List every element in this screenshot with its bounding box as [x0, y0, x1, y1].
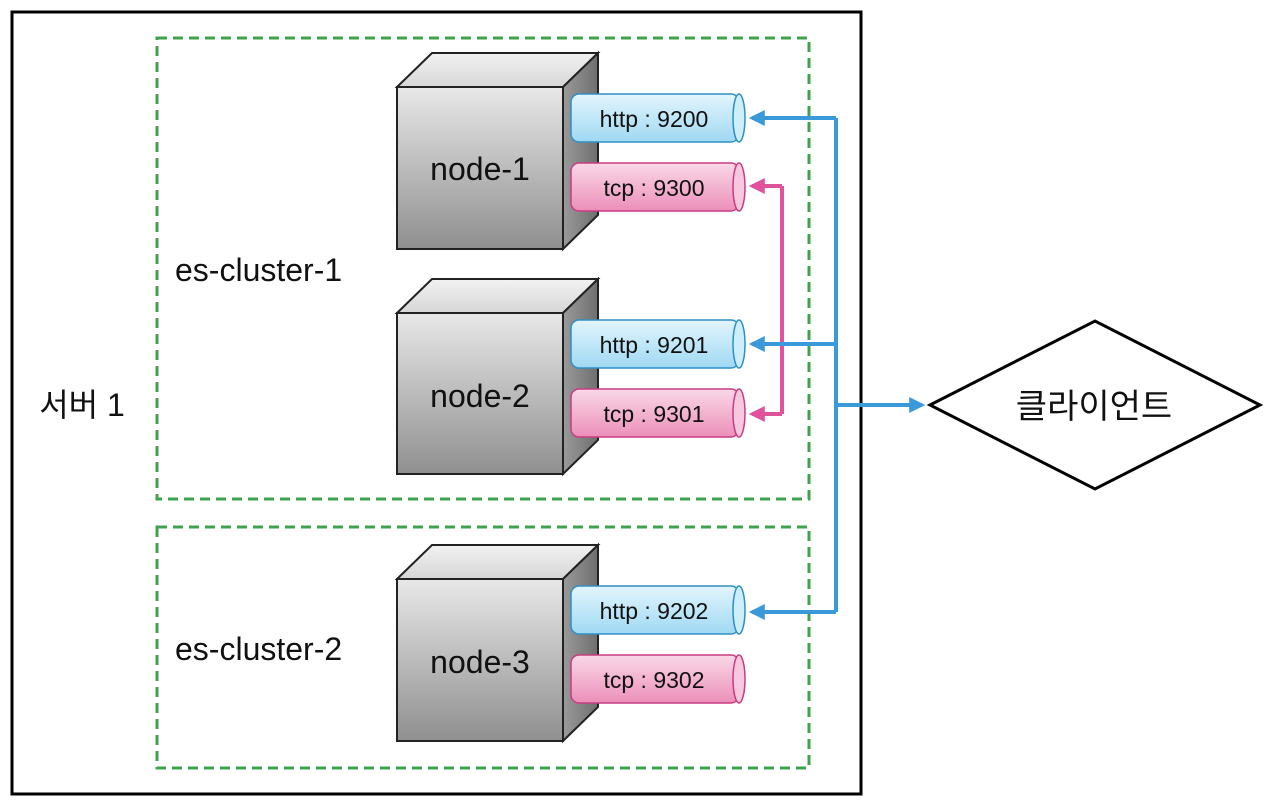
http-port-label-node-1: http : 9200 [600, 106, 709, 132]
cluster-label-1: es-cluster-1 [175, 252, 342, 288]
http-port-node-3: http : 9202 [570, 585, 746, 635]
node-label-3: node-3 [430, 644, 530, 680]
node-label-1: node-1 [430, 151, 530, 187]
node-1-cube: node-1 [394, 50, 601, 252]
node-3-cube: node-3 [394, 542, 601, 744]
tcp-link [748, 178, 784, 422]
tcp-port-node-2: tcp : 9301 [570, 388, 746, 438]
client-node: 클라이언트 [926, 319, 1264, 491]
tcp-port-node-1: tcp : 9300 [570, 162, 746, 212]
tcp-port-label-node-3: tcp : 9302 [603, 667, 704, 693]
tcp-port-label-node-2: tcp : 9301 [603, 401, 704, 427]
http-port-node-2: http : 9201 [570, 319, 746, 369]
cluster-box-1 [155, 36, 811, 501]
cluster-box-2 [155, 525, 811, 770]
http-port-label-node-2: http : 9201 [600, 332, 709, 358]
client-label: 클라이언트 [1016, 388, 1172, 426]
http-port-label-node-3: http : 9202 [600, 598, 709, 624]
cluster-label-2: es-cluster-2 [175, 631, 342, 667]
http-port-node-1: http : 9200 [570, 93, 746, 143]
node-2-cube: node-2 [394, 276, 601, 477]
tcp-port-label-node-1: tcp : 9300 [603, 175, 704, 201]
http-links [748, 110, 926, 620]
node-label-2: node-2 [430, 378, 530, 414]
server-label: 서버 1 [39, 387, 125, 423]
tcp-port-node-3: tcp : 9302 [570, 654, 746, 704]
